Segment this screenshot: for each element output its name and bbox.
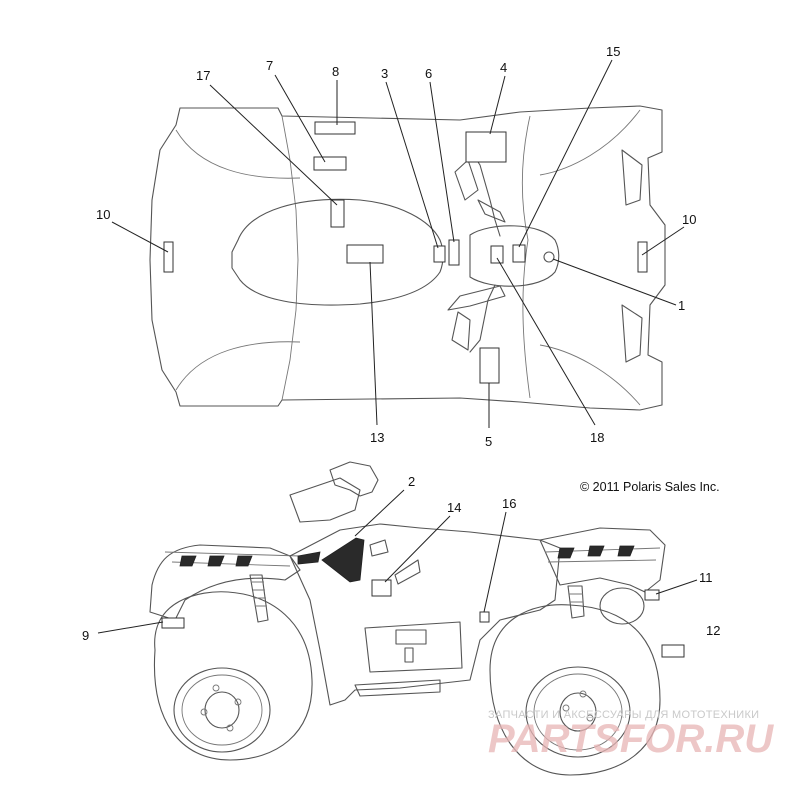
- callout-4: 4: [500, 60, 507, 75]
- callout-2: 2: [408, 474, 415, 489]
- decal-14: [371, 579, 392, 597]
- callout-15: 15: [606, 44, 620, 59]
- decal-16: [479, 611, 490, 623]
- callout-10-front: 10: [682, 212, 696, 227]
- rear-wheel: [153, 591, 313, 761]
- top-body-outline: [149, 105, 666, 411]
- rear-fender: [149, 544, 301, 621]
- callout-8: 8: [332, 64, 339, 79]
- callout-3: 3: [381, 66, 388, 81]
- top-leader-lines: [111, 59, 685, 428]
- front-fender: [539, 527, 666, 593]
- decal-1-dot: [543, 251, 555, 263]
- callout-18: 18: [590, 430, 604, 445]
- decal-12: [661, 644, 685, 658]
- side-handlebar: [329, 461, 379, 497]
- callout-7: 7: [266, 58, 273, 73]
- decal-5: [479, 347, 500, 384]
- callout-9: 9: [82, 628, 89, 643]
- atv-top-view: [149, 105, 666, 411]
- decal-13: [346, 244, 384, 264]
- callout-10-rear: 10: [96, 207, 110, 222]
- decal-11: [644, 589, 660, 601]
- callout-17: 17: [196, 68, 210, 83]
- decal-9: [161, 617, 185, 629]
- decal-10-rear: [163, 241, 174, 273]
- side-panel: [289, 523, 561, 706]
- decal-7: [313, 156, 347, 171]
- callout-14: 14: [447, 500, 461, 515]
- callout-13: 13: [370, 430, 384, 445]
- callout-1: 1: [678, 298, 685, 313]
- decal-10-front: [637, 241, 648, 273]
- decal-4: [465, 131, 507, 163]
- decal-3: [433, 245, 446, 263]
- decal-17: [330, 199, 345, 228]
- decal-8: [314, 121, 356, 135]
- decal-6: [448, 239, 460, 266]
- callout-6: 6: [425, 66, 432, 81]
- watermark-brand: PARTSFOR.RU: [488, 717, 774, 761]
- decal-15: [512, 244, 526, 263]
- console-outline: [469, 225, 560, 287]
- callout-5: 5: [485, 434, 492, 449]
- copyright-text: © 2011 Polaris Sales Inc.: [580, 480, 720, 494]
- callout-16: 16: [502, 496, 516, 511]
- atv-side-view: [149, 461, 685, 776]
- watermark: ЗАПЧАСТИ И АКСЕССУАРЫ ДЛЯ МОТОТЕХНИКИ PA…: [488, 709, 774, 761]
- callout-12: 12: [706, 623, 720, 638]
- decal-18: [490, 245, 504, 264]
- side-leader-lines: [97, 489, 698, 634]
- callout-11: 11: [699, 570, 713, 585]
- front-wheel: [489, 604, 661, 776]
- watermark-tagline: ЗАПЧАСТИ И АКСЕССУАРЫ ДЛЯ МОТОТЕХНИКИ: [488, 709, 759, 721]
- decal-2-graphic: [321, 537, 365, 583]
- callout-numbers: 17 7 8 3 6 4 15 10 10 1 13 5 18 2 14 16 …: [82, 44, 720, 643]
